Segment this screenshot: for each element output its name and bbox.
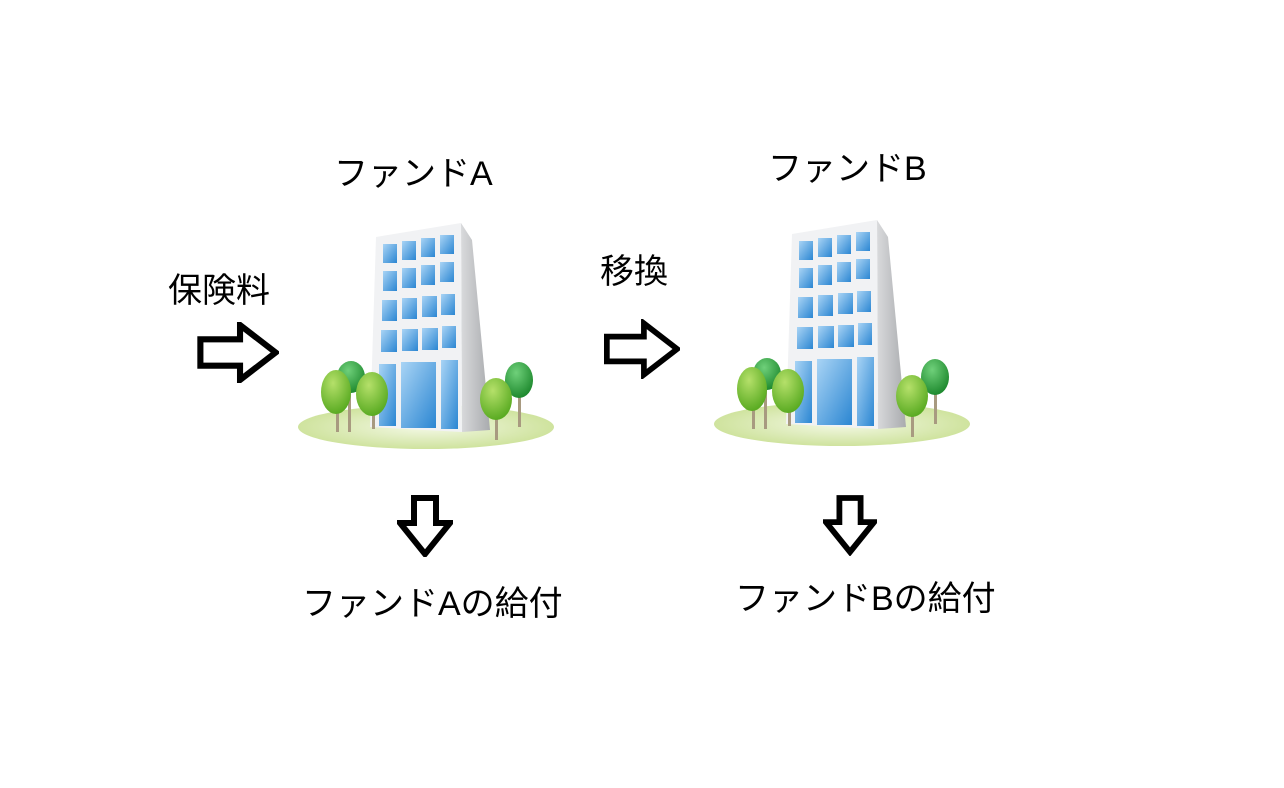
premium-label: 保険料 xyxy=(168,272,270,310)
office-building-icon xyxy=(296,212,556,452)
fund-b-benefit: ファンドBの給付 xyxy=(735,580,996,618)
transfer-arrow-right-icon xyxy=(604,319,680,379)
fund-a-benefit: ファンドAの給付 xyxy=(302,585,563,623)
premium-arrow-right-icon xyxy=(197,322,279,383)
fund-a-title: ファンドA xyxy=(334,155,493,193)
fund-b-title: ファンドB xyxy=(768,150,927,188)
office-building-icon xyxy=(712,209,972,449)
transfer-label: 移換 xyxy=(600,253,668,291)
fund-a-arrow-down-icon xyxy=(397,495,453,557)
fund-b-arrow-down-icon xyxy=(823,494,877,556)
